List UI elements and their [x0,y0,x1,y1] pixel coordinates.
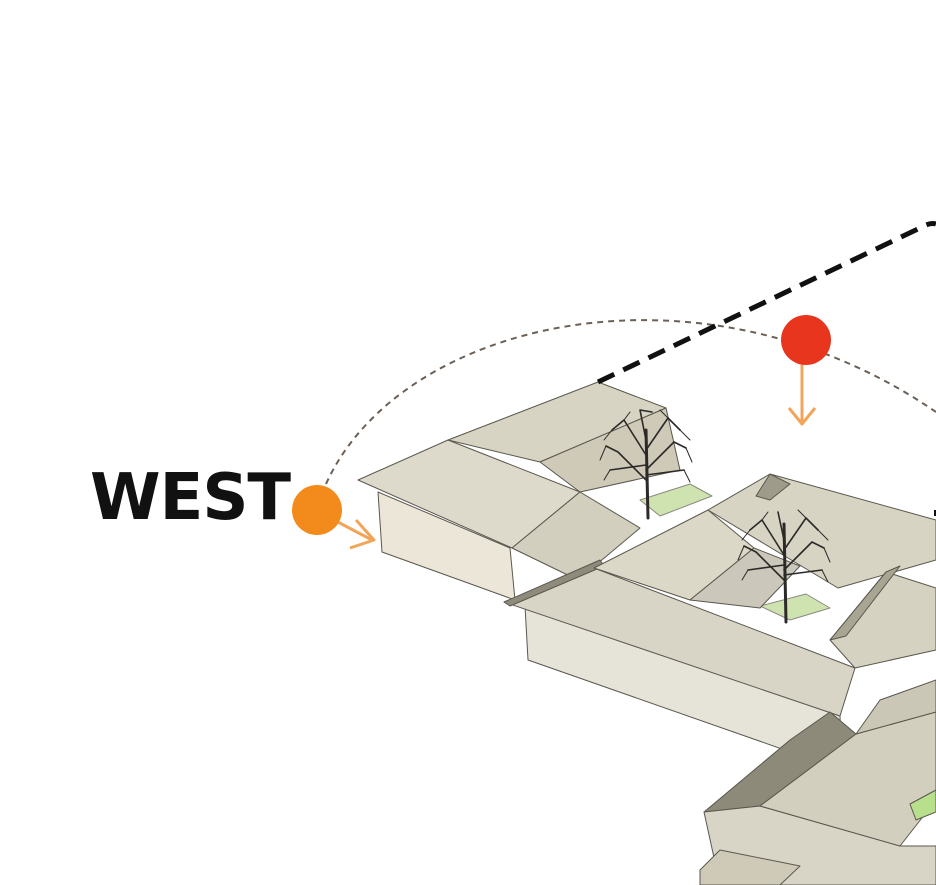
sun-dot-icon [781,315,831,365]
building-block-south [699,679,936,885]
roof-central-back [707,473,936,589]
west-arrow-head [349,518,376,550]
roof-south-3 [855,679,936,735]
roof-south-2 [759,711,936,847]
tree-icon [599,409,693,520]
direction-label-west: WEST [90,461,291,535]
sun-path-arc [325,319,936,485]
noon-arrow-head [787,407,817,426]
courtyard-lawn-1 [639,483,713,517]
building-block-central [503,473,936,771]
roof-central-dark-side [755,473,791,501]
sun-dot-icon [292,485,342,535]
west-arrow-shaft [333,518,373,542]
roof-central-right [829,571,936,669]
solstice-path-line [596,221,936,385]
roof-south-4 [699,849,801,885]
tree-icon [737,509,831,624]
building-massing [357,381,936,885]
courtyard-lawn-2 [759,593,831,621]
building-block-west [357,381,681,601]
roof-south-lawn [909,789,936,821]
noon-sun-marker [781,315,831,426]
roof-west-hip [511,491,641,581]
west-sun-marker [292,485,376,550]
roof-central-ridge-dark [829,565,901,641]
courtyard-inner [689,547,801,609]
